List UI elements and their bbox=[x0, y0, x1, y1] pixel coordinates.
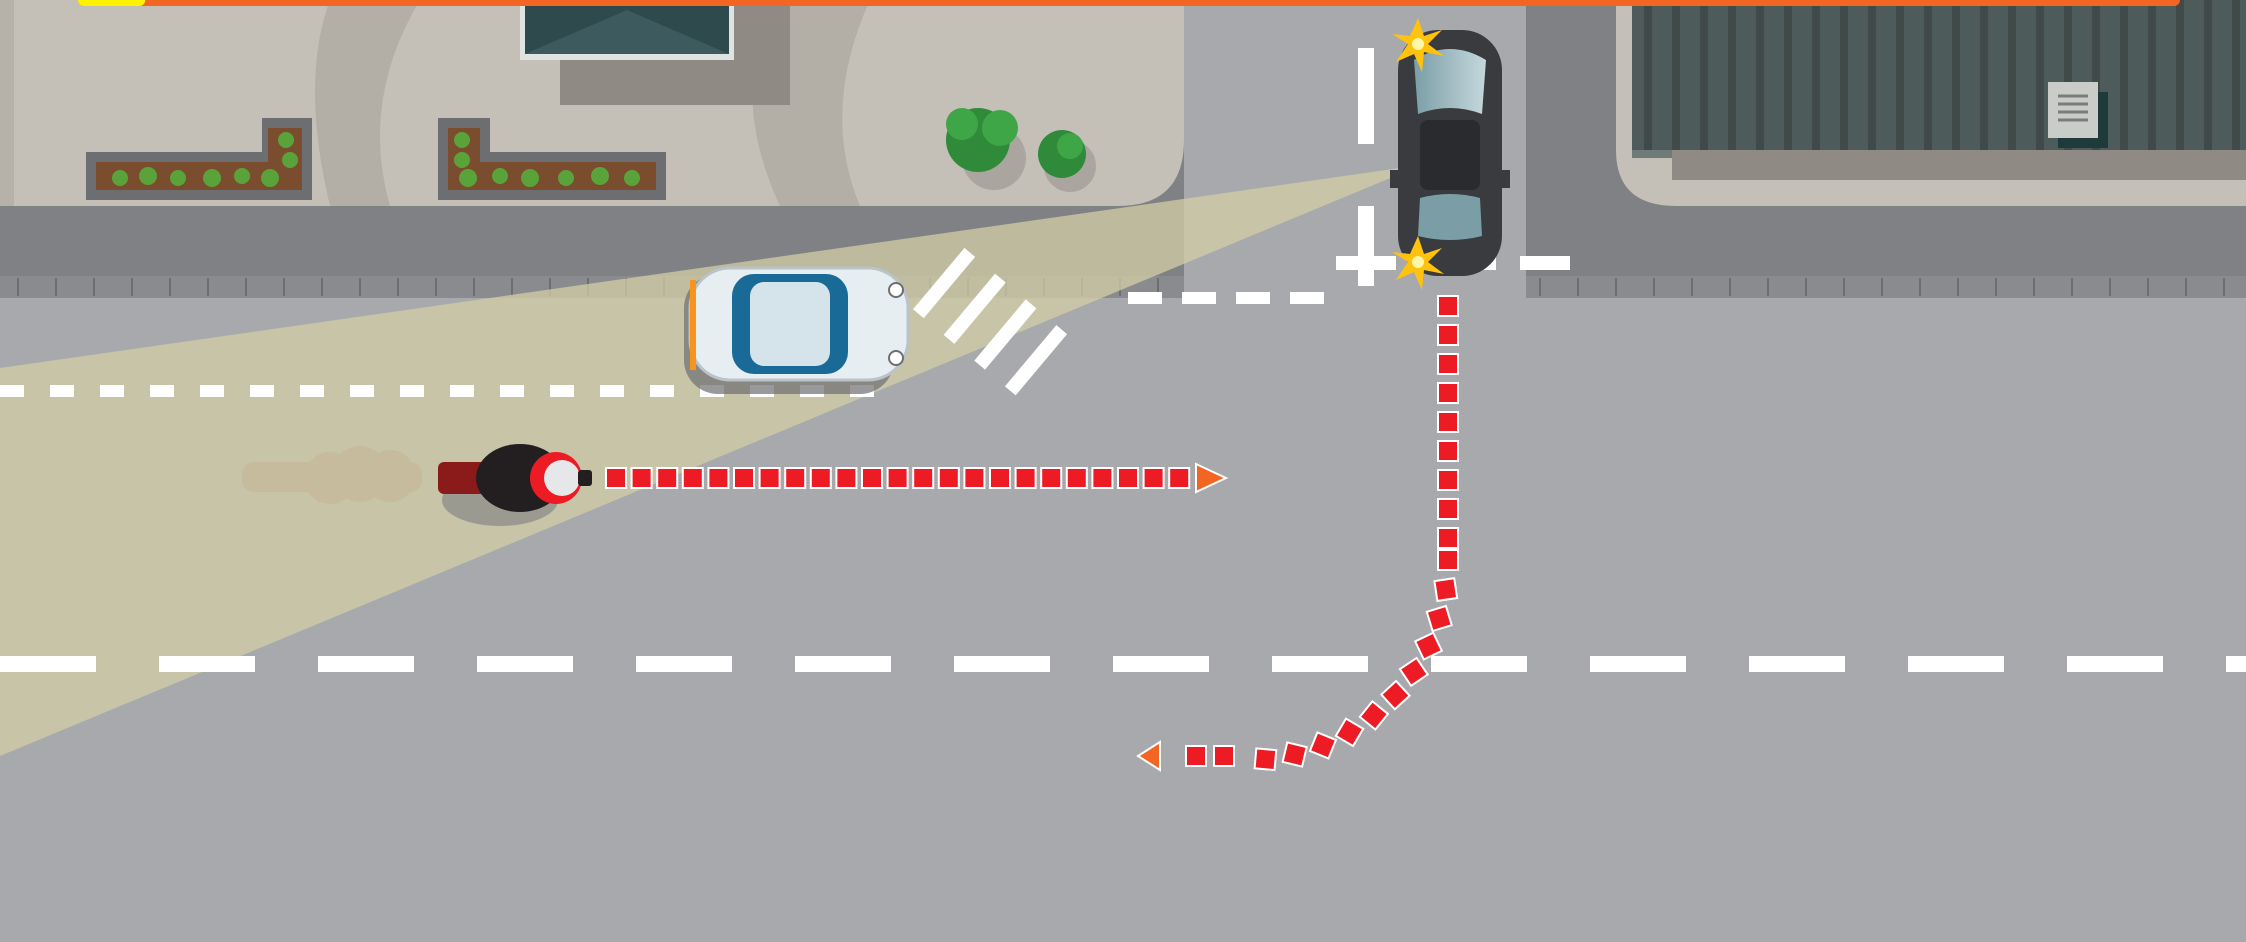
sidewalk-right bbox=[1526, 0, 2246, 276]
path-segment bbox=[862, 468, 882, 488]
path-segment bbox=[1438, 528, 1458, 548]
path-segment bbox=[1067, 468, 1087, 488]
path-segment bbox=[760, 468, 780, 488]
path-segment bbox=[734, 468, 754, 488]
path-segment bbox=[1186, 746, 1206, 766]
path-segment bbox=[1438, 354, 1458, 374]
path-segment bbox=[964, 468, 984, 488]
path-segment bbox=[811, 468, 831, 488]
path-segment bbox=[1438, 296, 1458, 316]
path-segment bbox=[1438, 325, 1458, 345]
path-segment bbox=[1255, 748, 1277, 770]
path-segment bbox=[1438, 550, 1458, 570]
path-segment bbox=[1016, 468, 1036, 488]
path-segment bbox=[1427, 606, 1452, 631]
path-segment bbox=[632, 468, 652, 488]
path-segment bbox=[990, 468, 1010, 488]
path-segment bbox=[1438, 383, 1458, 403]
path-segment bbox=[1438, 470, 1458, 490]
building-left bbox=[520, 0, 790, 105]
path-segment bbox=[1169, 468, 1189, 488]
path-segment bbox=[1118, 468, 1138, 488]
path-segment bbox=[888, 468, 908, 488]
path-segment bbox=[1438, 441, 1458, 461]
path-segment bbox=[939, 468, 959, 488]
path-segment bbox=[1438, 499, 1458, 519]
path-segment bbox=[708, 468, 728, 488]
path-segment bbox=[1438, 412, 1458, 432]
path-segment bbox=[913, 468, 933, 488]
dark-car bbox=[1390, 30, 1510, 276]
parked-car-white bbox=[684, 268, 908, 394]
path-segment bbox=[1214, 746, 1234, 766]
path-segment bbox=[606, 468, 626, 488]
path-segment bbox=[1144, 468, 1164, 488]
path-segment bbox=[1092, 468, 1112, 488]
path-segment bbox=[1283, 742, 1307, 766]
path-segment bbox=[657, 468, 677, 488]
path-segment bbox=[785, 468, 805, 488]
path-segment bbox=[1041, 468, 1061, 488]
path-segment bbox=[836, 468, 856, 488]
path-segment bbox=[683, 468, 703, 488]
path-segment bbox=[1434, 578, 1457, 601]
scenario-progress-bar bbox=[78, 0, 2180, 6]
